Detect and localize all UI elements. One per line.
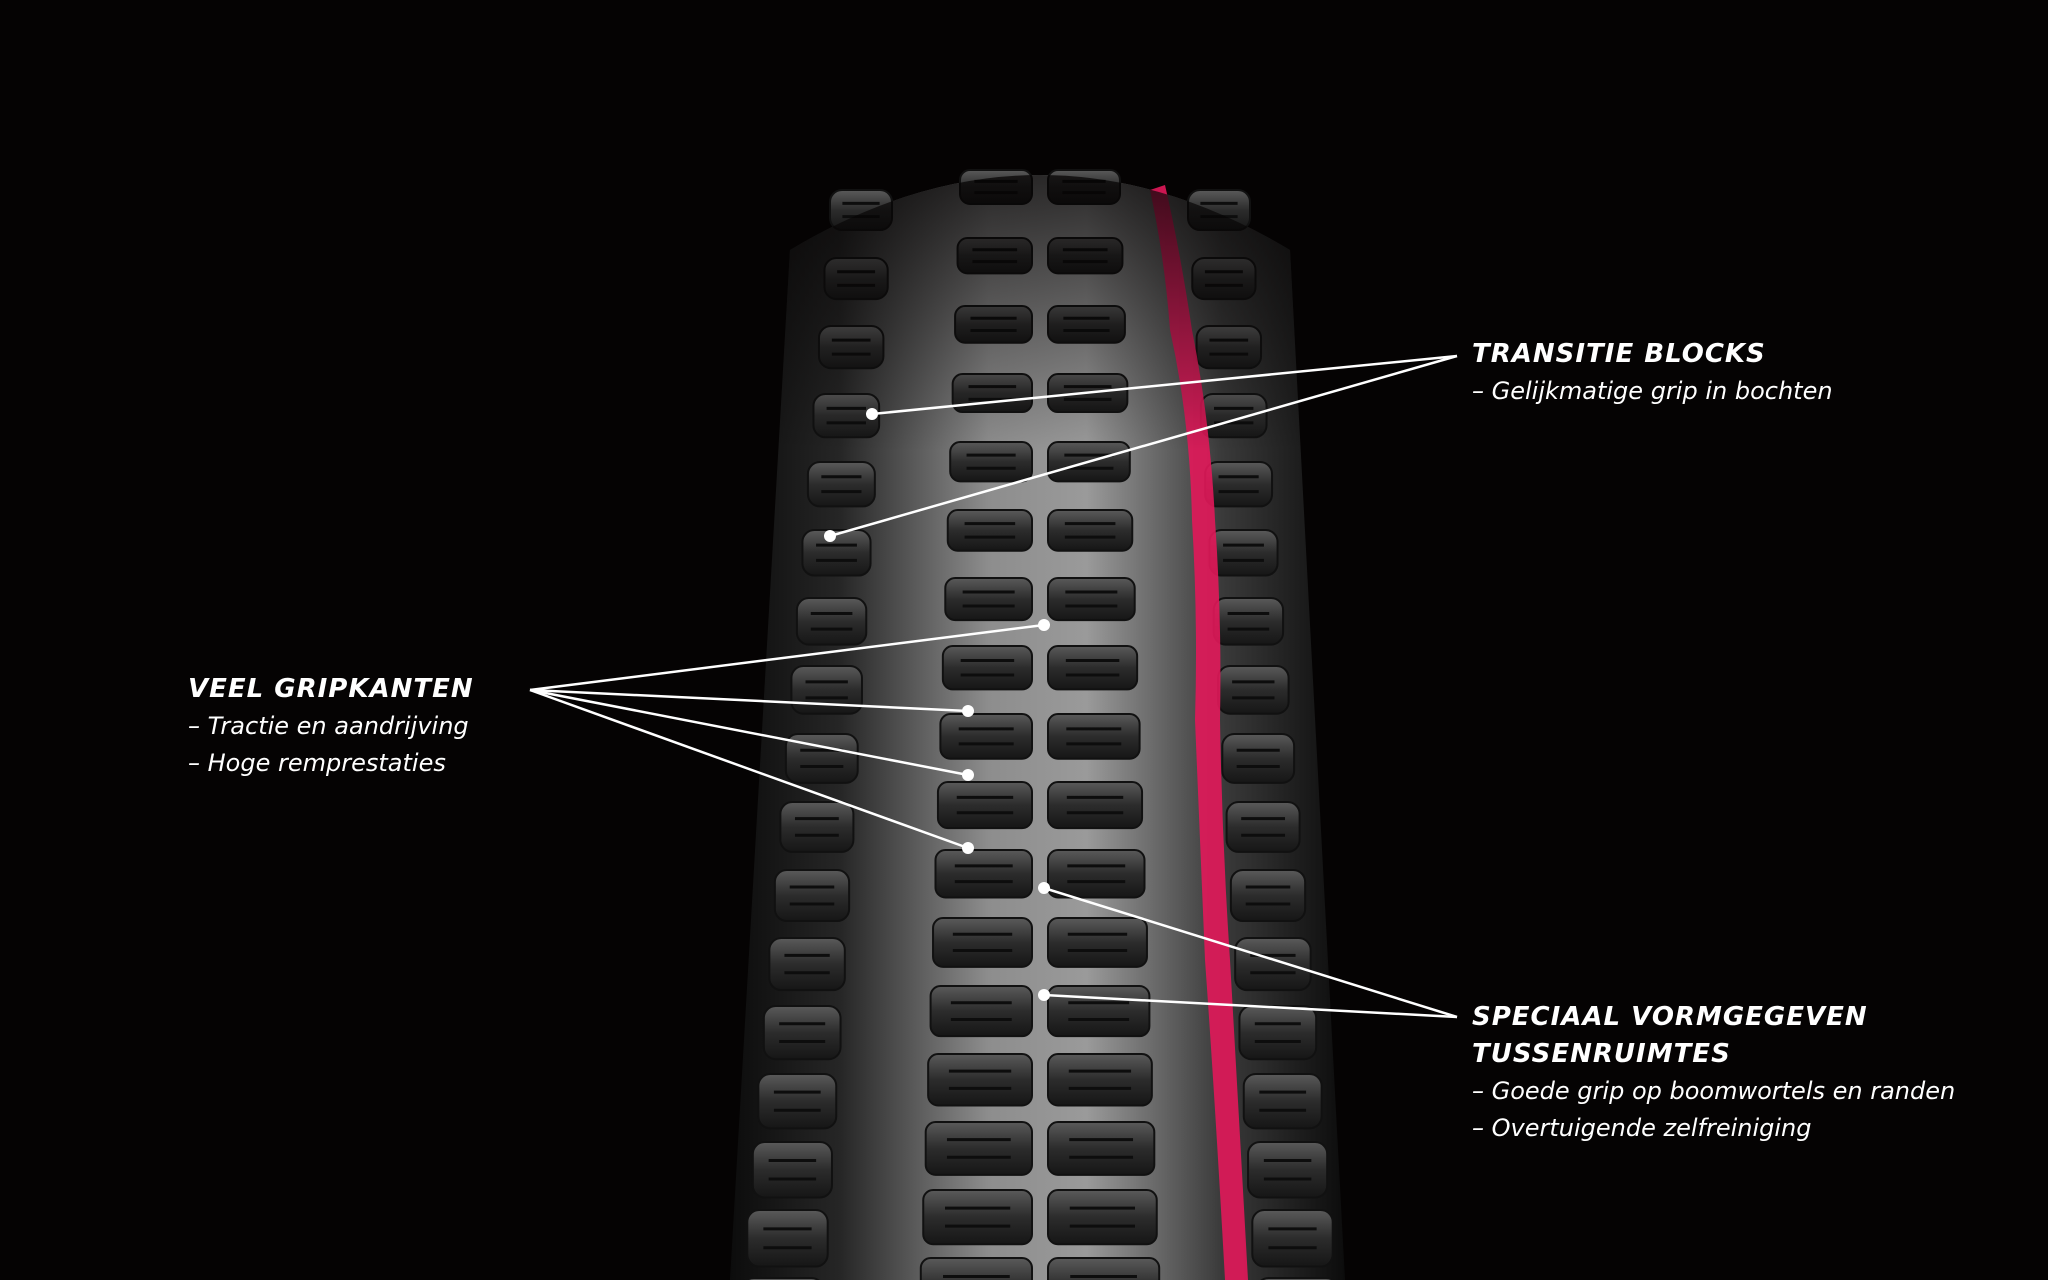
leader-line [1043, 886, 1458, 1019]
leader-dot [962, 842, 974, 854]
tire-top-fade [730, 175, 1345, 1280]
callout-veel-gripkanten: VEEL GRIPKANTEN – Tractie en aandrijving… [188, 671, 474, 782]
leader-line [529, 623, 1045, 692]
leader-dot [824, 530, 836, 542]
leader-line [529, 688, 969, 713]
callout-bullet: – Hoge rempres­taties [188, 749, 446, 777]
leader-dot [962, 705, 974, 717]
leader-line [529, 688, 969, 850]
leader-line [529, 688, 969, 777]
leader-line [829, 354, 1458, 538]
callout-bullet: – Gelijkmatige grip in bochten [1472, 377, 1833, 405]
callout-title: TRANSITIE BLOCKS [1472, 339, 1766, 369]
leader-dot [1038, 619, 1050, 631]
callout-speciaal-tussenruimtes: SPECIAAL VORMGEGEVEN TUSSENRUIMTES – Goe… [1472, 999, 1955, 1147]
leader-dot [1038, 882, 1050, 894]
callout-transitie-blocks: TRANSITIE BLOCKS – Gelijkmatige grip in … [1472, 336, 1833, 410]
callout-title: VEEL GRIPKANTEN [188, 674, 474, 704]
leader-dot-group [824, 408, 1050, 1001]
callout-title: TUSSENRUIMTES [1472, 1039, 1731, 1069]
callout-bullet: – Tractie en aandrijving [188, 712, 469, 740]
leader-line-group [529, 354, 1458, 1019]
leader-line [1043, 993, 1458, 1019]
callout-bullet: – Overtuigende zelfreiniging [1472, 1114, 1812, 1142]
leader-line [871, 354, 1458, 416]
leader-dot [866, 408, 878, 420]
leader-dot [1038, 989, 1050, 1001]
leader-dot [962, 769, 974, 781]
callout-title: SPECIAAL VORMGEGEVEN [1472, 1002, 1868, 1032]
callout-bullet: – Goede grip op boomwortels en randen [1472, 1077, 1956, 1105]
